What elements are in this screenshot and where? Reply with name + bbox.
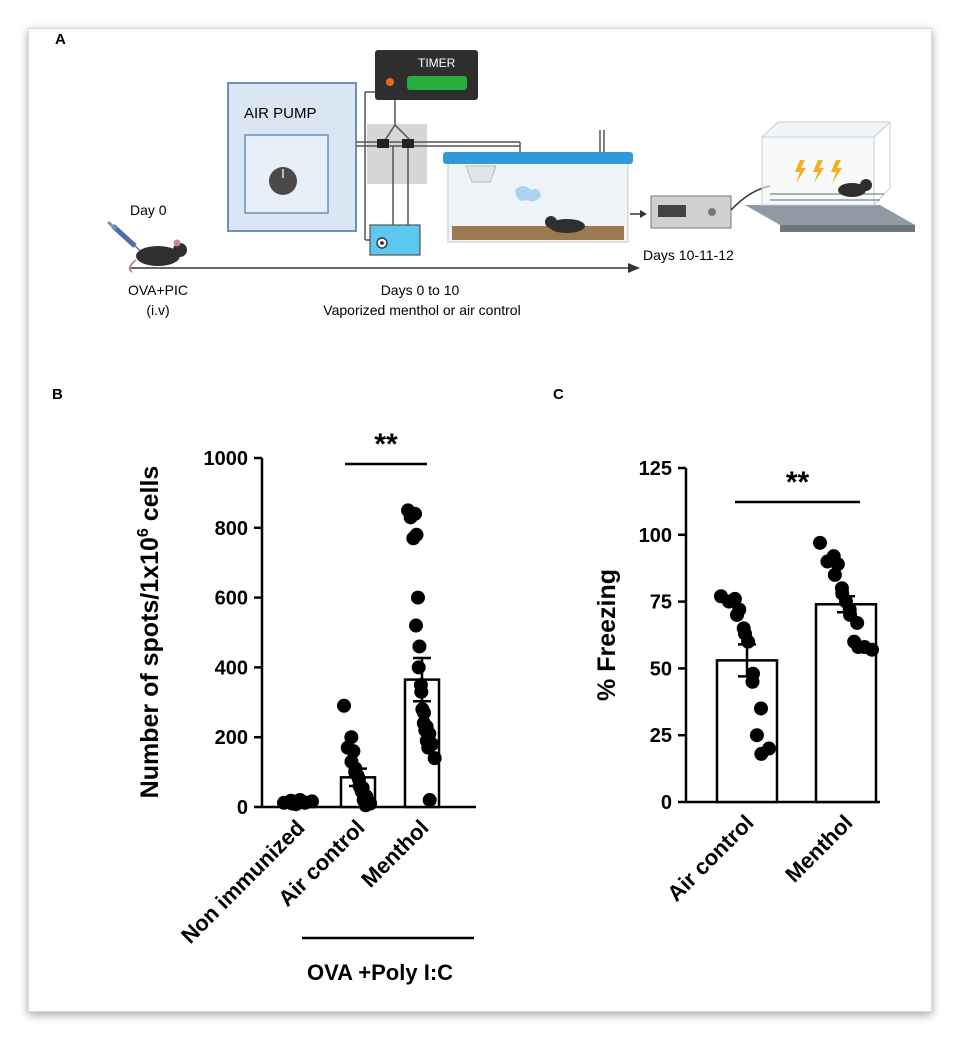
data-point [421, 740, 436, 755]
significance-label: ** [786, 466, 810, 499]
data-point [851, 640, 866, 655]
y-tick-label: 50 [650, 658, 672, 680]
y-tick-label: 125 [639, 458, 672, 480]
data-point [358, 798, 373, 813]
y-axis-label: % Freezing [593, 569, 621, 701]
vapor-icon [515, 186, 541, 202]
shock-icon [795, 160, 842, 183]
y-tick-label: 75 [650, 592, 672, 614]
y-tick-label: 1000 [204, 448, 249, 470]
data-point [749, 728, 764, 743]
data-point [305, 794, 319, 809]
y-tick-label: 400 [215, 657, 248, 679]
y-tick-label: 800 [215, 518, 248, 540]
mouse-icon-chamber [838, 183, 866, 197]
injection-label-line2: (i.v) [146, 302, 169, 318]
panel-c-label: C [553, 386, 564, 403]
y-tick-label: 100 [639, 525, 672, 547]
y-tick-label: 0 [237, 797, 248, 819]
valves-icon [377, 139, 414, 148]
data-point [827, 567, 842, 582]
data-point [403, 510, 418, 525]
panel-b-label: B [52, 386, 63, 403]
test-days-label: Days 10-11-12 [643, 247, 734, 263]
shock-controller [650, 185, 771, 229]
timer [375, 50, 478, 100]
data-point [346, 744, 361, 759]
data-point [754, 746, 769, 761]
panel-a-label: A [55, 31, 66, 48]
mouse-icon [128, 239, 187, 273]
injection-label-line1: OVA+PIC [128, 282, 188, 298]
y-axis-label: Number of spots/1x106 cells [135, 466, 164, 799]
data-point [745, 674, 760, 689]
data-point [414, 684, 429, 699]
data-point [406, 531, 421, 546]
data-point [741, 634, 756, 649]
y-tick-label: 0 [661, 792, 672, 814]
data-point [410, 590, 425, 605]
pump-label: AIR PUMP [244, 105, 317, 122]
x-category-label: Menthol [780, 810, 857, 887]
x-category-label: Menthol [356, 815, 433, 892]
valve-block [367, 124, 427, 184]
y-tick-label: 600 [215, 588, 248, 610]
timer-led-icon [386, 78, 394, 86]
mouse-icon-cage [549, 219, 585, 233]
pump-knob-icon [269, 167, 297, 195]
group-label: OVA +Poly I:C [307, 960, 453, 985]
data-point [813, 535, 827, 550]
conditioning-chamber [745, 121, 915, 232]
schematic: Day 0 OVA+PIC (i.v) AIR PUMP TIMER [107, 50, 915, 318]
day0-label: Day 0 [130, 202, 167, 218]
data-point [411, 660, 426, 675]
exposure-label-line1: Days 0 to 10 [381, 282, 460, 298]
data-point [722, 594, 736, 609]
timer-display [407, 76, 467, 90]
data-point [865, 642, 879, 657]
data-point [412, 639, 427, 654]
air-pump [227, 82, 357, 232]
data-point [850, 615, 865, 630]
exposure-cage [443, 130, 633, 243]
bar [814, 603, 878, 804]
data-point [337, 698, 351, 713]
y-tick-label: 25 [650, 725, 672, 747]
data-point [422, 793, 437, 808]
timeline-arrowhead [628, 263, 640, 273]
beaker [369, 224, 421, 256]
syringe-icon [107, 220, 145, 255]
data-point [409, 618, 423, 633]
data-point [417, 705, 431, 720]
x-category-label: Air control [662, 810, 758, 906]
significance-label: ** [374, 428, 398, 461]
data-point [427, 751, 442, 766]
data-point [754, 701, 768, 716]
data-point [830, 557, 845, 572]
timer-label: TIMER [418, 56, 456, 70]
exposure-label-line2: Vaporized menthol or air control [323, 302, 520, 318]
y-tick-label: 200 [215, 727, 248, 749]
data-point [730, 607, 744, 622]
cage-lid [443, 152, 633, 164]
